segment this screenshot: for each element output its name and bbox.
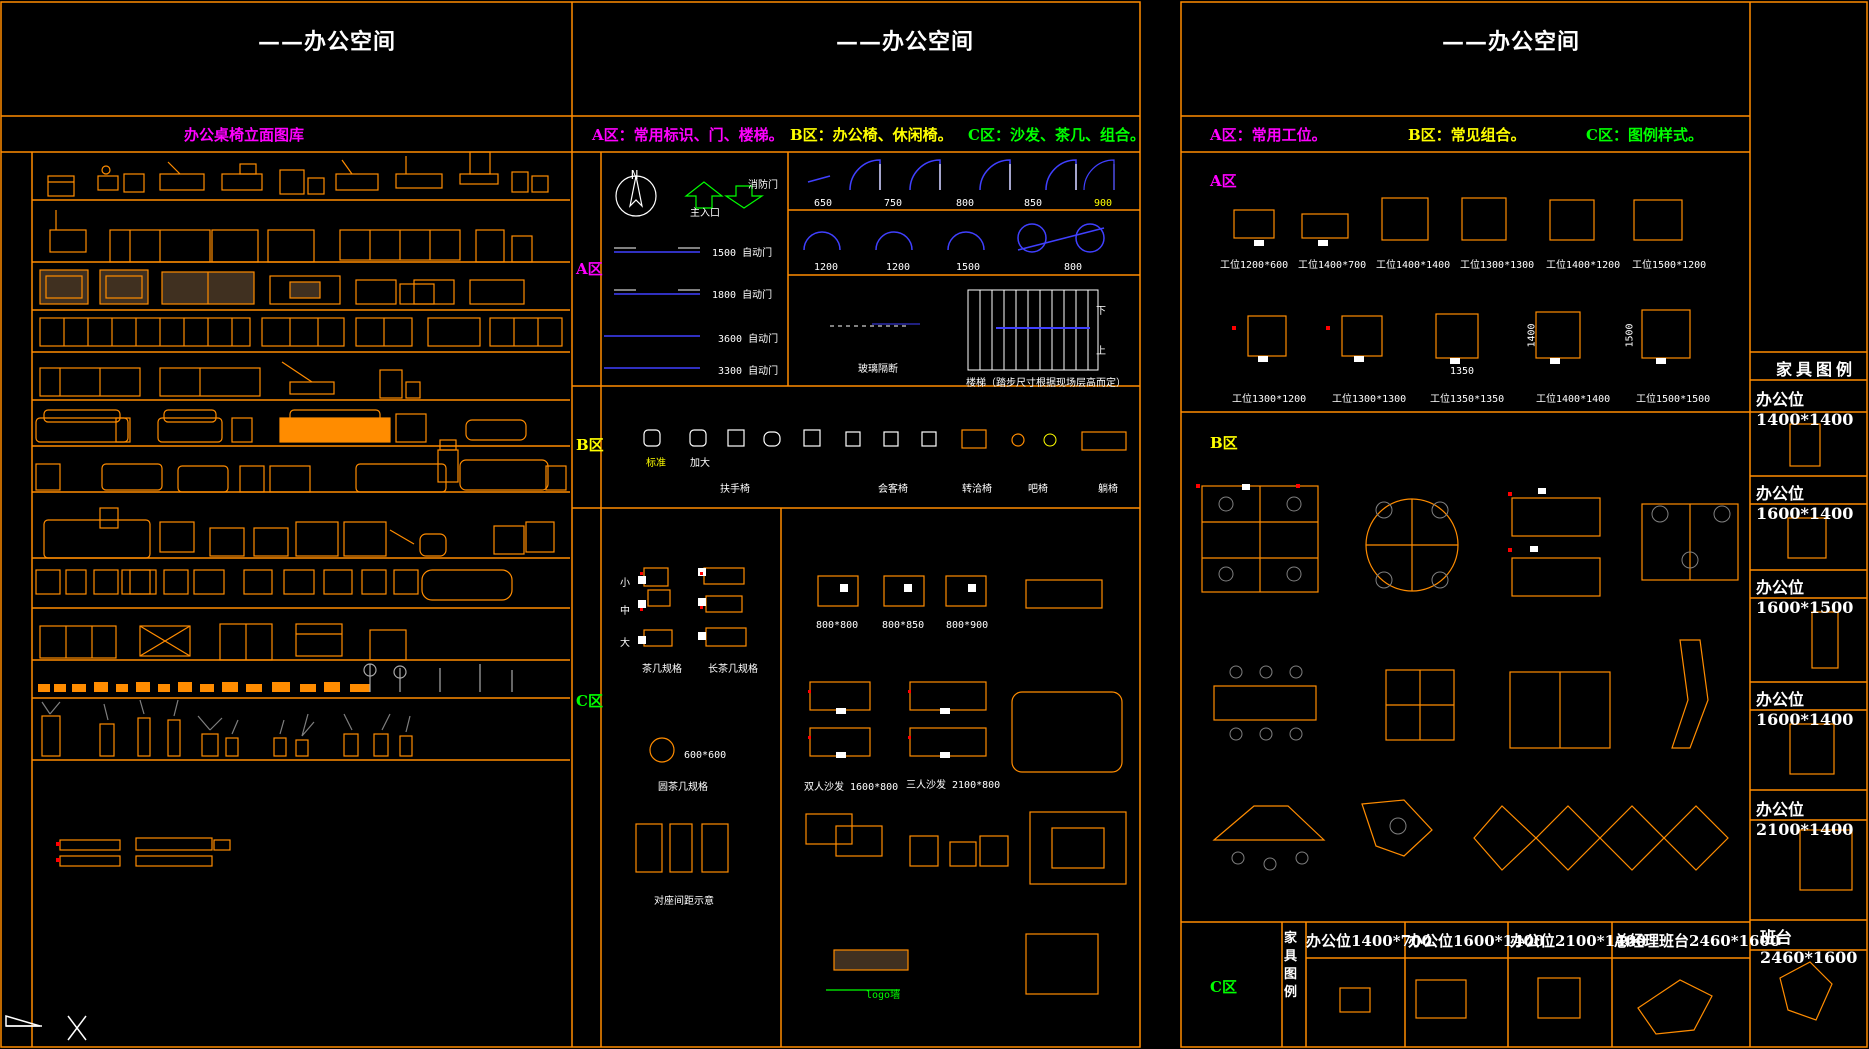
chair-label-standard: 标准 xyxy=(646,458,666,469)
workstation-label-6: 工位1500*1200 xyxy=(1632,260,1707,271)
door-label-1: 1500 自动门 xyxy=(712,248,773,259)
bottom-legend-vertical: 家具图例 xyxy=(1284,931,1298,1000)
chair-size-1: 800*800 xyxy=(816,620,859,631)
workstation-label-8: 工位1300*1300 xyxy=(1332,394,1407,405)
workstation-library xyxy=(1201,197,1853,1035)
table-size-large: 大 xyxy=(620,638,630,649)
workstation-label-3: 工位1400*1400 xyxy=(1376,260,1451,271)
chair-size-3: 800*900 xyxy=(946,620,989,631)
workstation-label-2: 工位1400*700 xyxy=(1298,260,1367,271)
sofa-double-label: 双人沙发 1600*800 xyxy=(804,782,899,793)
door-label-4: 3300 自动门 xyxy=(718,366,779,377)
bottom-legend-3: 办公位2100*1400 xyxy=(1510,932,1647,950)
stair-down-label: 下 xyxy=(1096,306,1106,317)
right-side-a: A区 xyxy=(1210,172,1237,190)
mid-zone-a-header: A区：常用标识、门、楼梯。 xyxy=(592,126,784,144)
mid-zone-b-header: B区：办公椅、休闲椅。 xyxy=(790,126,953,144)
mid-side-c: C区 xyxy=(576,692,603,710)
glass-partition-label: 玻璃隔断 xyxy=(858,364,898,375)
chair-label-large: 加大 xyxy=(690,458,710,469)
sheet-title-left: ——办公空间 xyxy=(258,29,397,55)
chair-group-bar: 吧椅 xyxy=(1028,484,1048,495)
door-width-8: 1500 xyxy=(956,262,981,273)
round-table-spec: 圆茶几规格 xyxy=(658,782,708,793)
bottom-legend-1: 办公位1400*700 xyxy=(1306,932,1432,950)
legend-item-3: 办公位1600*1500 xyxy=(1756,578,1854,617)
door-width-3: 800 xyxy=(956,198,975,209)
long-table-spec: 长茶几规格 xyxy=(708,664,758,675)
door-width-6: 1200 xyxy=(814,262,839,273)
dim-tag-1400: 1400 xyxy=(1526,323,1538,348)
door-width-2: 750 xyxy=(884,198,903,209)
door-width-1: 650 xyxy=(814,198,833,209)
right-side-c: C区 xyxy=(1210,978,1237,996)
legend-item-4: 办公位1600*1400 xyxy=(1756,690,1854,729)
right-zone-b-header: B区：常见组合。 xyxy=(1408,126,1526,144)
elevation-library xyxy=(35,151,567,867)
legend-item-6: 班台2460*1600 xyxy=(1760,928,1858,967)
door-label-2: 1800 自动门 xyxy=(712,290,773,301)
legend-item-5: 办公位2100*1400 xyxy=(1756,800,1854,839)
right-zone-c-header: C区：图例样式。 xyxy=(1586,126,1703,144)
workstation-label-4: 工位1300*1300 xyxy=(1460,260,1535,271)
legend-panel-title: 家具图例 xyxy=(1776,360,1857,379)
chair-size-2: 800*850 xyxy=(882,620,925,631)
chair-group-guest: 会客椅 xyxy=(878,484,908,495)
sheet-title-right: ——办公空间 xyxy=(1442,29,1581,55)
legend-item-2: 办公位1600*1400 xyxy=(1756,484,1854,523)
workstation-label-1: 工位1200*600 xyxy=(1220,260,1289,271)
workstation-label-7: 工位1300*1200 xyxy=(1232,394,1307,405)
elevation-library-header: 办公桌椅立面图库 xyxy=(184,126,305,144)
entrance-label: 主入口 xyxy=(690,208,720,219)
table-size-medium: 中 xyxy=(620,606,630,617)
tea-table-spec: 茶几规格 xyxy=(642,664,682,675)
legend-item-1: 办公位1400*1400 xyxy=(1756,390,1854,429)
right-side-b: B区 xyxy=(1210,434,1238,452)
dim-tag-1350: 1350 xyxy=(1450,366,1475,377)
door-width-9: 800 xyxy=(1064,262,1083,273)
workstation-label-5: 工位1400*1200 xyxy=(1546,260,1621,271)
mid-side-a: A区 xyxy=(576,260,603,278)
table-size-small: 小 xyxy=(620,578,630,589)
logo-wall-label: logo墙 xyxy=(866,990,901,1001)
sheet-title-mid: ——办公空间 xyxy=(836,29,975,55)
workstation-label-10: 工位1400*1400 xyxy=(1536,394,1611,405)
ucs-icon xyxy=(5,1014,87,1041)
door-width-4: 850 xyxy=(1024,198,1043,209)
right-zone-a-header: A区：常用工位。 xyxy=(1210,126,1327,144)
stair-up-label: 上 xyxy=(1096,346,1106,357)
north-label: N xyxy=(631,168,639,182)
workstation-label-9: 工位1350*1350 xyxy=(1430,394,1505,405)
spacing-note: 对座间距示意 xyxy=(654,896,714,907)
door-width-7: 1200 xyxy=(886,262,911,273)
chair-group-lounge: 躺椅 xyxy=(1098,484,1118,495)
chair-group-swivel: 转洽椅 xyxy=(962,484,992,495)
bottom-legend-4: 总经理班台2460*1600 xyxy=(1614,932,1781,950)
workstation-label-11: 工位1500*1500 xyxy=(1636,394,1711,405)
door-width-5: 900 xyxy=(1094,198,1113,209)
dim-tag-1500: 1500 xyxy=(1624,323,1636,348)
stair-note: 楼梯（踏步尺寸根据现场层高而定） xyxy=(966,378,1126,389)
round-table-size: 600*600 xyxy=(684,750,727,761)
mid-zone-c-header: C区：沙发、茶几、组合。 xyxy=(968,126,1145,144)
door-label-3: 3600 自动门 xyxy=(718,334,779,345)
bottom-legend-2: 办公位1600*1400 xyxy=(1408,932,1545,950)
fire-door-label: 消防门 xyxy=(748,180,778,191)
chair-group-armchair: 扶手椅 xyxy=(720,484,750,495)
mid-side-b: B区 xyxy=(576,436,604,454)
sofa-triple-label: 三人沙发 2100*800 xyxy=(906,780,1001,791)
